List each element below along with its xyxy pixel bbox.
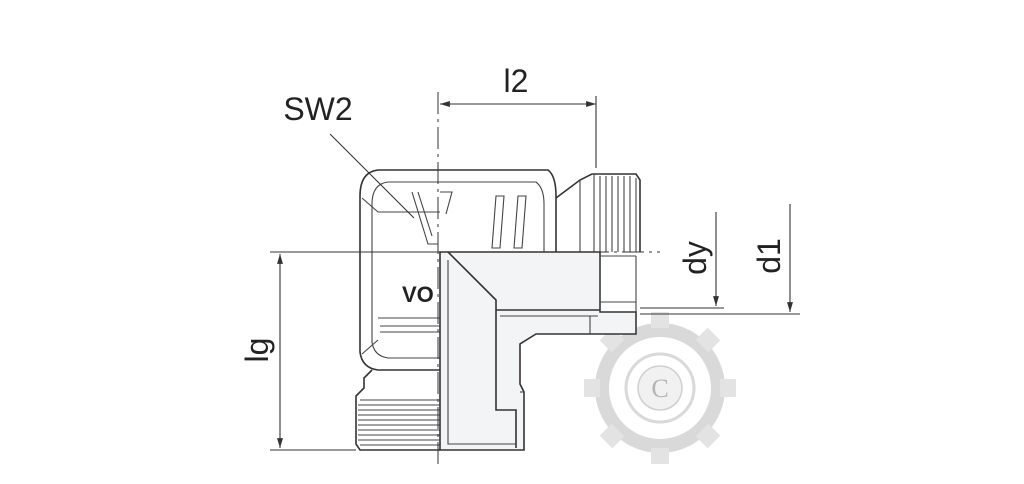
right-thread-lines (593, 174, 637, 252)
embossed-brand-text: VO (402, 282, 434, 307)
label-dy: dy (677, 241, 713, 275)
dimension-d1: d1 (640, 204, 800, 315)
fitting-external-view: VO (355, 169, 641, 451)
watermark-gear-icon: C (584, 312, 736, 464)
dimension-lg: lg (239, 251, 440, 451)
watermark-letter: C (651, 374, 668, 403)
fitting-section-view (439, 251, 637, 451)
label-lg: lg (239, 338, 275, 363)
label-l2: l2 (504, 63, 529, 99)
annotation-sw2: SW2 (283, 91, 415, 219)
label-d1: d1 (751, 238, 787, 274)
label-sw2: SW2 (283, 91, 352, 127)
bottom-thread-lines (358, 399, 440, 446)
dimension-dy: dy (640, 212, 724, 309)
dimension-l2: l2 (440, 63, 597, 168)
